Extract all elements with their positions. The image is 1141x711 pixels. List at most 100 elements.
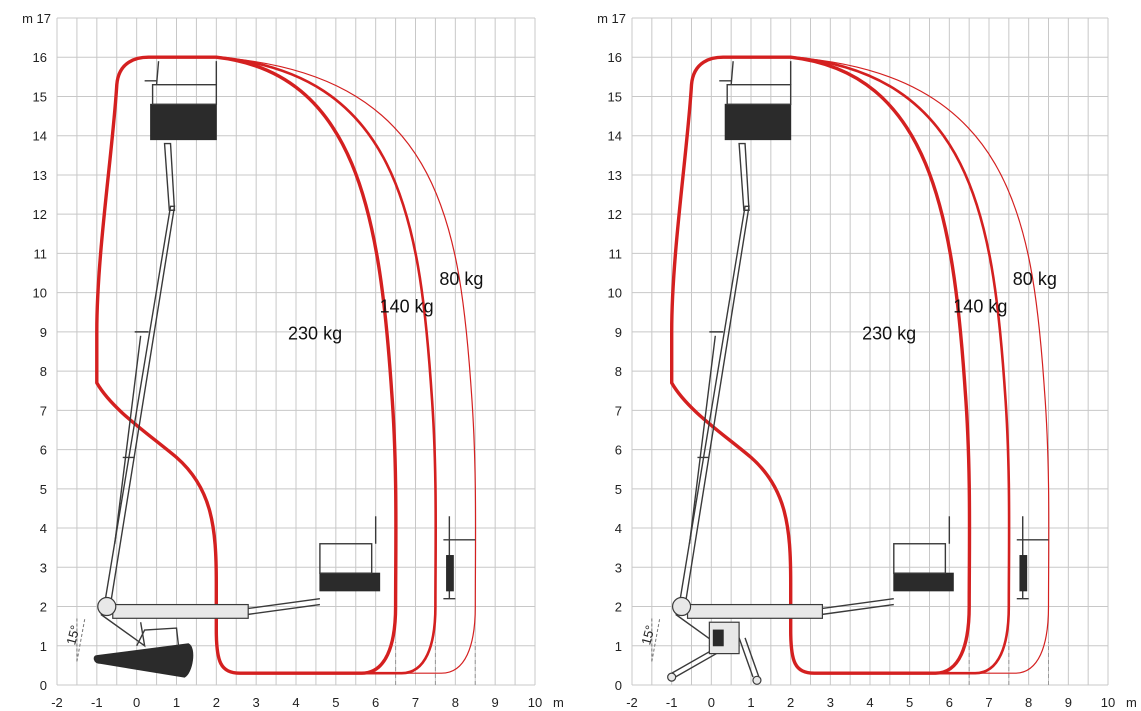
y-tick-label: 1 <box>615 639 622 654</box>
x-tick-label: 7 <box>985 695 992 710</box>
platform-basket-extended <box>893 572 954 592</box>
y-tick-label: 10 <box>33 286 47 301</box>
x-tick-label: 9 <box>1065 695 1072 710</box>
load-label-80kg: 80 kg <box>439 269 483 289</box>
y-tick-label: 6 <box>40 443 47 458</box>
x-tick-label: 2 <box>787 695 794 710</box>
y-tick-label: 12 <box>33 207 47 222</box>
boom-section-joints <box>114 331 149 544</box>
load-label-140kg: 140 kg <box>953 296 1007 316</box>
y-tick-label: 6 <box>615 443 622 458</box>
x-tick-label: -2 <box>626 695 638 710</box>
x-tick-label: 3 <box>827 695 834 710</box>
platform-side-view-basket <box>1019 555 1028 592</box>
platform-railing-extended <box>319 543 373 574</box>
y-tick-label: 14 <box>608 129 622 144</box>
x-tick-label: 7 <box>412 695 419 710</box>
x-axis-unit-label: m <box>1126 695 1137 710</box>
outrigger-legs <box>671 637 760 680</box>
y-tick-label: 16 <box>608 50 622 65</box>
platform-guard-posts <box>719 61 792 85</box>
x-tick-label: 10 <box>1101 695 1115 710</box>
x-tick-label: -1 <box>666 695 678 710</box>
working-envelope-230kg <box>670 55 972 675</box>
horizontal-boom <box>686 603 823 619</box>
platform-basket-raised <box>150 103 217 141</box>
y-tick-label: 11 <box>34 246 48 261</box>
x-tick-label: 9 <box>492 695 499 710</box>
load-label-80kg: 80 kg <box>1013 269 1057 289</box>
y-tick-label: 16 <box>33 50 47 65</box>
x-tick-label: 5 <box>332 695 339 710</box>
y-tick-label: 15 <box>608 89 622 104</box>
platform-side-view-basket <box>446 555 454 592</box>
x-tick-label: 6 <box>946 695 953 710</box>
x-tick-label: -2 <box>51 695 63 710</box>
x-tick-label: 8 <box>452 695 459 710</box>
outrigger-pad <box>667 672 677 682</box>
working-envelope-140kg <box>95 55 438 675</box>
working-envelope-80kg <box>96 56 477 674</box>
y-tick-label: 10 <box>608 286 622 301</box>
slope-angle-label: 15° <box>638 624 658 647</box>
crawler-track-base <box>93 643 194 678</box>
x-tick-label: 5 <box>906 695 913 710</box>
slope-angle-label: 15° <box>63 624 83 647</box>
boom-section-joints <box>688 331 724 544</box>
chassis-panel <box>712 629 724 647</box>
x-tick-label: 4 <box>292 695 299 710</box>
y-tick-label: 13 <box>608 168 622 183</box>
y-tick-label: 2 <box>615 600 622 615</box>
y-tick-label: 15 <box>33 89 47 104</box>
platform-railing-raised <box>151 83 218 106</box>
x-tick-label: 4 <box>866 695 873 710</box>
x-tick-label: 10 <box>528 695 542 710</box>
turret-pivot <box>671 596 692 617</box>
y-tick-label: 4 <box>40 521 47 536</box>
turret-arm <box>100 613 146 648</box>
y-tick-label: 8 <box>615 364 622 379</box>
y-tick-label: 1 <box>40 639 47 654</box>
x-axis-unit-label: m <box>553 695 564 710</box>
y-tick-label: 12 <box>608 207 622 222</box>
platform-railing-extended <box>893 543 947 574</box>
x-tick-label: 8 <box>1025 695 1032 710</box>
y-tick-label: 9 <box>40 325 47 340</box>
machine-illustration: 15° <box>638 61 1049 685</box>
horizontal-jib <box>248 597 320 616</box>
load-label-140kg: 140 kg <box>380 296 434 316</box>
horizontal-jib <box>822 597 894 616</box>
working-envelope-230kg <box>95 55 398 675</box>
y-tick-label: 7 <box>40 403 47 418</box>
platform-basket-raised <box>724 103 792 141</box>
y-tick-label: 4 <box>615 521 622 536</box>
y-axis-unit-label: m 17 <box>22 11 51 26</box>
grid <box>56 17 536 686</box>
platform-basket-extended <box>319 572 381 592</box>
x-tick-label: 1 <box>747 695 754 710</box>
y-tick-label: 5 <box>40 482 47 497</box>
y-tick-label: 0 <box>40 678 47 693</box>
slope-angle-indicator <box>76 618 86 662</box>
y-axis-unit-label: m 17 <box>597 11 626 26</box>
x-tick-label: 2 <box>213 695 220 710</box>
working-envelope-140kg <box>670 55 1011 675</box>
machine-illustration: 15° <box>63 61 476 678</box>
y-tick-label: 7 <box>615 403 622 418</box>
horizontal-boom <box>112 603 249 619</box>
platform-guard-posts <box>144 61 218 85</box>
load-label-230kg: 230 kg <box>288 324 342 344</box>
turret-pivot <box>97 596 117 617</box>
x-tick-label: 1 <box>173 695 180 710</box>
y-tick-label: 13 <box>33 168 47 183</box>
jib-arm <box>163 142 176 211</box>
working-envelope-80kg <box>671 56 1050 674</box>
x-tick-label: 6 <box>372 695 379 710</box>
x-tick-label: -1 <box>91 695 103 710</box>
y-tick-label: 2 <box>40 600 47 615</box>
y-tick-label: 5 <box>615 482 622 497</box>
x-tick-label: 3 <box>253 695 260 710</box>
